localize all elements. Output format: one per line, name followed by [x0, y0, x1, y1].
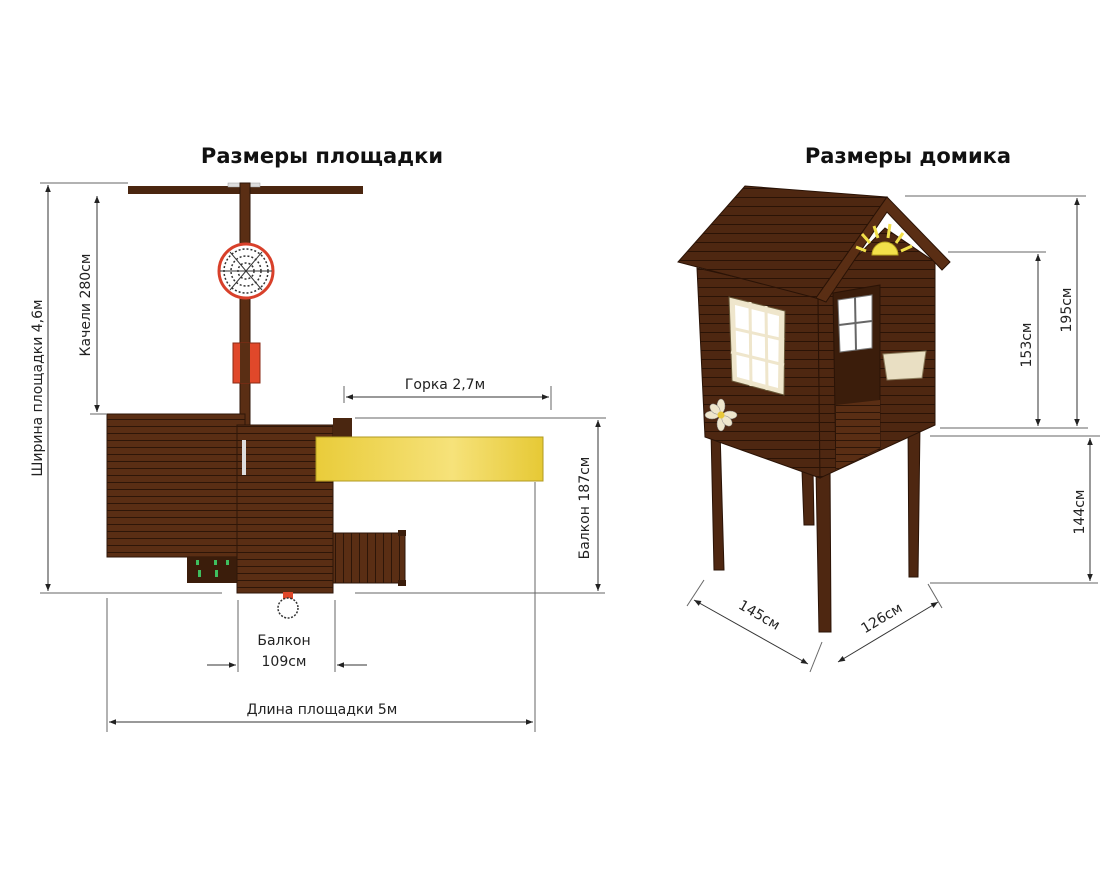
deck — [106, 413, 246, 558]
balcony-width-label: Балкон — [257, 633, 310, 649]
playground-drawing — [106, 182, 544, 619]
playground-title: Размеры площадки — [201, 144, 443, 168]
length-label: Длина площадки 5м — [247, 702, 398, 718]
stairs — [332, 532, 406, 584]
house-drawing — [677, 185, 951, 633]
leg-height-label: 144см — [1072, 490, 1088, 535]
side-window — [728, 296, 786, 396]
wall-height-label: 153см — [1019, 323, 1035, 368]
sun-icon — [855, 223, 913, 256]
total-height-label: 195см — [1059, 288, 1075, 333]
house-title: Размеры домика — [805, 144, 1011, 168]
front-leg — [815, 464, 832, 633]
flower-box — [882, 350, 927, 381]
slide-length-label: Горка 2,7м — [405, 377, 485, 393]
house-width-label: 126см — [859, 600, 906, 637]
telescope-icon — [277, 597, 299, 619]
flower-icon — [704, 398, 738, 432]
balcony-height-label: Балкон 187см — [577, 457, 593, 560]
playground-dimension-lines — [40, 182, 606, 732]
door-window — [837, 294, 873, 353]
nest-swing-icon — [217, 242, 275, 300]
climbing-wall — [187, 557, 237, 583]
slide-post — [333, 418, 352, 437]
slide — [315, 436, 544, 482]
balcony-width-value: 109см — [262, 654, 307, 670]
house-dimension-lines — [686, 195, 1100, 673]
depth-label: 145см — [736, 597, 783, 633]
width-label: Ширина площадки 4,6м — [30, 299, 46, 476]
roof-fascia — [815, 196, 951, 303]
swing-length-label: Качели 280см — [78, 254, 94, 357]
swing-beam — [239, 182, 251, 434]
